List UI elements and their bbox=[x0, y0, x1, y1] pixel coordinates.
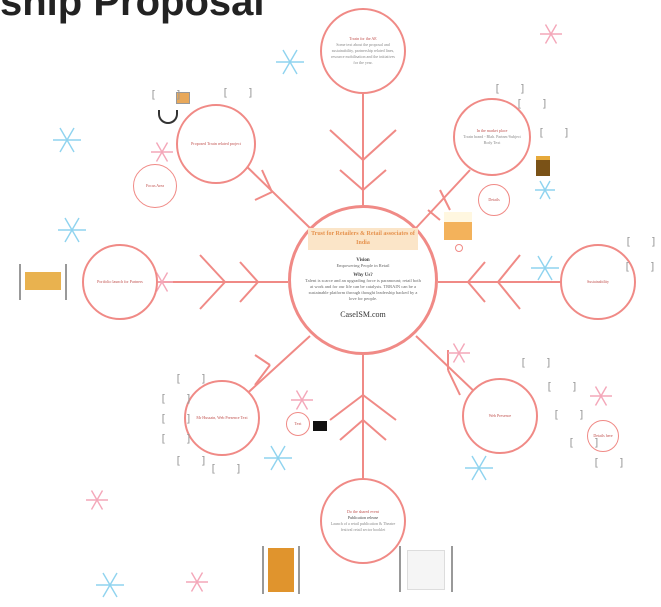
node-top-right-title: In the market place bbox=[476, 128, 508, 133]
node-left[interactable]: Portfolio launch for Partners bbox=[82, 244, 158, 320]
placeholder-bracket[interactable]: [ ] bbox=[520, 356, 558, 369]
node-bottom-body: Launch of a retail publication & Theatre… bbox=[330, 521, 396, 532]
placeholder-bracket[interactable]: [ ] bbox=[546, 380, 584, 393]
placeholder-bracket[interactable]: [ ] bbox=[625, 235, 661, 248]
center-title: Trust for Retailers & Retail associates … bbox=[308, 228, 418, 250]
placeholder-bracket[interactable]: [ ] bbox=[175, 372, 213, 385]
node-top-left-title: Proposed Trrain related project bbox=[191, 141, 241, 146]
node-bottom-title: Do the shared event bbox=[347, 509, 379, 514]
node-top-right-body: Trrain brand - Blah. Partner/Subject Bod… bbox=[463, 134, 521, 145]
black-square bbox=[313, 421, 327, 431]
placeholder-bracket[interactable]: [ ] bbox=[210, 462, 248, 475]
placeholder-bracket[interactable]: [ ] bbox=[553, 408, 591, 421]
node-bottom-right[interactable]: Web Presence bbox=[462, 378, 538, 454]
node-top-title: Trrain for the AE bbox=[349, 36, 377, 41]
document-thumbnail[interactable] bbox=[399, 546, 453, 592]
small-circle-left[interactable]: Focus Area bbox=[133, 164, 177, 208]
node-bottom-subtitle: Publication release bbox=[347, 515, 379, 520]
placeholder-bracket[interactable]: [ ] bbox=[160, 412, 198, 425]
node-right[interactable]: Sustainability bbox=[560, 244, 636, 320]
node-top-body: Some text about the proposal and sustain… bbox=[331, 42, 395, 65]
small-circle-bottom-left[interactable]: Text bbox=[286, 412, 310, 436]
node-left-title: Portfolio launch for Partners bbox=[97, 279, 143, 284]
center-node[interactable]: Trust for Retailers & Retail associates … bbox=[288, 205, 438, 355]
spoke-top-left bbox=[239, 159, 311, 229]
placeholder-bracket[interactable]: [ ] bbox=[160, 432, 198, 445]
placeholder-bracket[interactable]: [ ] bbox=[568, 436, 606, 449]
node-top-left[interactable]: Proposed Trrain related project bbox=[176, 104, 256, 184]
small-circle-br-label: Details here bbox=[593, 433, 613, 438]
tiny-circle bbox=[455, 244, 463, 252]
website-text: CaseISM.com bbox=[340, 310, 386, 319]
headphones-icon bbox=[158, 110, 178, 124]
small-circle-left-label: Focus Area bbox=[145, 183, 165, 188]
node-bottom[interactable]: Do the shared event Publication release … bbox=[320, 478, 406, 564]
node-top[interactable]: Trrain for the AE Some text about the pr… bbox=[320, 8, 406, 94]
placeholder-bracket[interactable]: [ ] bbox=[624, 260, 661, 273]
orange-thumbnail[interactable] bbox=[444, 212, 472, 240]
placeholder-bracket[interactable]: [ ] bbox=[160, 392, 198, 405]
placeholder-bracket[interactable]: [ ] bbox=[516, 97, 554, 110]
vision-text: Empowering People in Retail bbox=[336, 263, 390, 268]
placeholder-bracket[interactable]: [ ] bbox=[222, 86, 260, 99]
small-circle-right[interactable]: Details bbox=[478, 184, 510, 216]
small-circle-bottom-right[interactable]: Details here bbox=[587, 420, 619, 452]
small-circle-right-label: Details bbox=[488, 197, 500, 202]
spoke-bottom-left bbox=[239, 335, 311, 401]
spoke-top-right bbox=[415, 169, 471, 229]
small-circle-bl-label: Text bbox=[294, 421, 302, 426]
vision-label: Vision bbox=[356, 258, 370, 263]
node-bottom-right-title: Web Presence bbox=[488, 413, 512, 418]
why-text: Talent is scarce and an upgrading force … bbox=[305, 278, 421, 301]
book-thumbnail[interactable] bbox=[262, 546, 300, 594]
map-thumbnail[interactable] bbox=[19, 264, 67, 300]
placeholder-bracket[interactable]: [ ] bbox=[494, 82, 532, 95]
node-bottom-left-title: Mr Hussain, Web Presence Text bbox=[196, 415, 248, 420]
placeholder-bracket[interactable]: [ ] bbox=[593, 456, 631, 469]
node-bottom-left[interactable]: Mr Hussain, Web Presence Text bbox=[184, 380, 260, 456]
snowflake-icons bbox=[53, 49, 559, 598]
page-title: ship Proposal bbox=[0, 0, 265, 24]
placeholder-bracket[interactable]: [ ] bbox=[150, 88, 188, 101]
node-top-right[interactable]: In the market place Trrain brand - Blah.… bbox=[453, 98, 531, 176]
small-image-thumbnail[interactable] bbox=[176, 92, 190, 104]
placeholder-bracket[interactable]: [ ] bbox=[538, 126, 576, 139]
node-right-title: Sustainability bbox=[587, 279, 609, 284]
why-label: Why Us? bbox=[353, 273, 373, 278]
placeholder-bracket[interactable]: [ ] bbox=[175, 454, 213, 467]
small-book-thumbnail[interactable] bbox=[536, 156, 550, 176]
